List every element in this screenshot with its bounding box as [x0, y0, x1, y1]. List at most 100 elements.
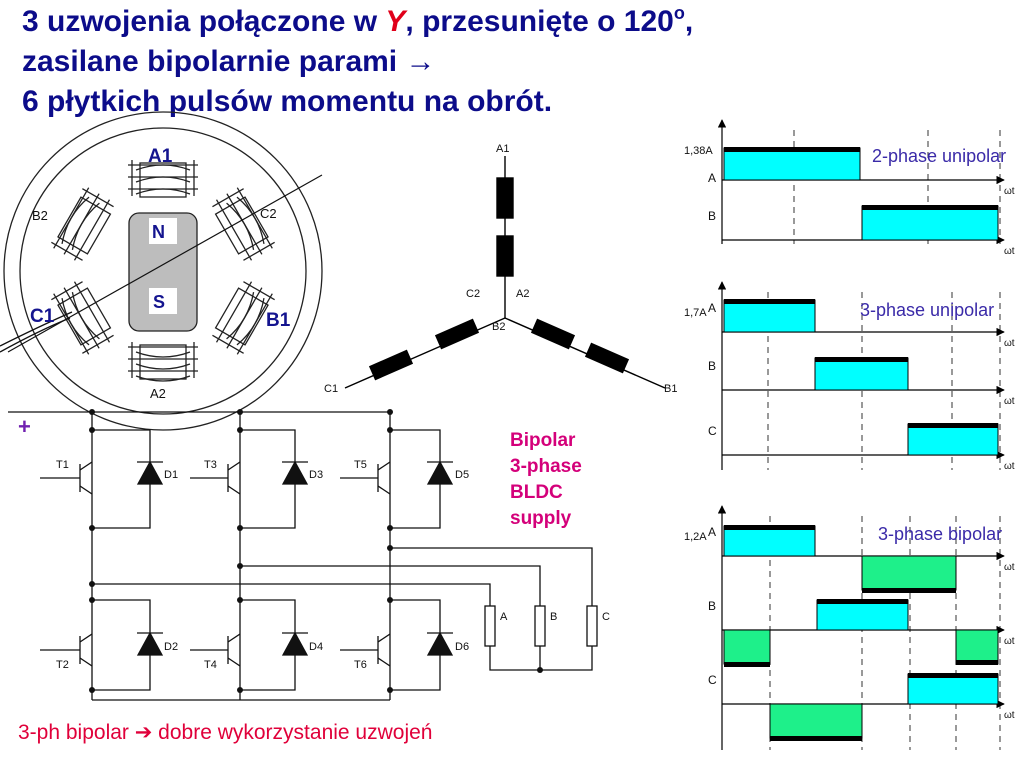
- label-t4: T4: [204, 659, 217, 671]
- pulse-a-current-bar: [724, 147, 860, 152]
- pulse-b-positive: [816, 599, 909, 631]
- pulse-a-negative: [861, 555, 957, 591]
- title-text: 3 uzwojenia połączone w: [22, 5, 386, 38]
- star-label-c2: C2: [466, 288, 480, 300]
- bridge-labels: + T1 T3 T5 T2 T4 T6 D1 D3 D5 D2 D4 D6 A …: [18, 414, 610, 671]
- label-d4: D4: [309, 641, 323, 653]
- rotor-magnet: [128, 212, 198, 332]
- stator-outer-ring: [3, 111, 323, 431]
- motor-cross-section: [0, 111, 323, 431]
- pulse-a: [723, 299, 816, 333]
- pulse-c-positive-current-bar: [908, 673, 998, 678]
- diode-d2: [136, 631, 164, 656]
- pulse-b-negative-2-current-bar: [956, 660, 998, 665]
- title-line-3: 6 płytkich pulsów momentu na obrót.: [22, 85, 553, 118]
- plus-sign: +: [18, 414, 31, 439]
- transistor-t4: [190, 633, 241, 667]
- star-connection: [344, 156, 666, 389]
- transistor-t6: [340, 633, 391, 667]
- phase-label-b: B: [708, 359, 716, 373]
- pulse-a-positive: [723, 525, 816, 557]
- winding-b-inner: [530, 318, 576, 350]
- slide-title: 3 uzwojenia połączone w Y, przesunięte o…: [22, 2, 693, 122]
- label-d1: D1: [164, 469, 178, 481]
- amplitude-label: 1,7A: [684, 307, 707, 319]
- omega-t-label: ωt: [1004, 636, 1015, 647]
- transistor-t1: [40, 461, 93, 495]
- omega-t-label: ωt: [1004, 338, 1015, 349]
- pole-label-b1: B1: [266, 310, 291, 331]
- label-d5: D5: [455, 469, 469, 481]
- star-label-c1: C1: [324, 383, 338, 395]
- label-t3: T3: [204, 459, 217, 471]
- transistor-t2: [40, 633, 93, 667]
- pulse-b-positive-current-bar: [817, 599, 908, 604]
- footer-note: 3-ph bipolar ➔ dobre wykorzystanie uzwoj…: [18, 721, 433, 744]
- panel-title: 3-phase unipolar: [860, 300, 994, 320]
- label-d3: D3: [309, 469, 323, 481]
- pulse-b-negative-2: [955, 629, 999, 665]
- star-label-b2: B2: [492, 321, 505, 333]
- transistor-t5: [340, 461, 391, 495]
- amplitude-label: 1,2A: [684, 531, 707, 543]
- phase-label-b: B: [708, 209, 716, 223]
- pulse-b-negative-1: [723, 629, 771, 665]
- diode-d3: [281, 460, 309, 485]
- pulse-a-positive-current-bar: [724, 525, 815, 530]
- winding-leads: [0, 311, 73, 353]
- phase-label-a: A: [708, 525, 716, 539]
- stator-pole-b1: [212, 281, 275, 355]
- label-t6: T6: [354, 659, 367, 671]
- omega-t-label: ωt: [1004, 186, 1015, 197]
- rotor-south-label: S: [153, 292, 165, 312]
- label-d2: D2: [164, 641, 178, 653]
- label-load-c: C: [602, 611, 610, 623]
- diode-d4: [281, 631, 309, 656]
- label-d6: D6: [455, 641, 469, 653]
- motor-labels: A1 A2 B1 B2 C1 C2 N S: [30, 146, 291, 401]
- pulse-c-current-bar: [908, 423, 998, 428]
- phase-label-a: A: [708, 171, 716, 185]
- pulse-c-positive: [907, 673, 999, 705]
- pole-label-c2: C2: [260, 206, 277, 221]
- omega-t-label: ωt: [1004, 562, 1015, 573]
- label-t5: T5: [354, 459, 367, 471]
- junction-dots: [89, 409, 543, 693]
- rotor-s-window: [149, 288, 177, 314]
- caption-line-3: BLDC: [510, 482, 563, 503]
- pulse-c-negative: [769, 703, 863, 739]
- stator-inner-ring: [19, 127, 307, 415]
- label-t2: T2: [56, 659, 69, 671]
- load-resistor-a: [484, 605, 496, 647]
- diode-d5: [426, 460, 454, 485]
- phase-label-b: B: [708, 599, 716, 613]
- winding-c-outer: [368, 349, 414, 381]
- rotor-n-window: [149, 218, 177, 244]
- star-label-a1: A1: [496, 143, 509, 155]
- pulse-a: [723, 147, 861, 181]
- pole-label-c1: C1: [30, 306, 55, 327]
- pulse-c: [907, 423, 999, 456]
- title-y-symbol: Y: [385, 5, 406, 38]
- pulse-b-current-bar: [862, 205, 998, 210]
- title-text: ,: [684, 5, 694, 38]
- caption-line-2: 3-phase: [510, 456, 582, 477]
- title-text: , przesunięte o 120: [405, 5, 674, 38]
- load-resistor-c: [586, 605, 598, 647]
- pulse-b: [814, 357, 909, 391]
- omega-t-label: ωt: [1004, 710, 1015, 721]
- phase-label-a: A: [708, 301, 716, 315]
- winding-c-inner: [434, 318, 480, 350]
- pole-label-b2: B2: [32, 208, 48, 223]
- pole-label-a2: A2: [150, 386, 166, 401]
- pulse-a-negative-current-bar: [862, 588, 956, 593]
- pole-label-a1: A1: [148, 146, 173, 167]
- bridge-caption: Bipolar 3-phase BLDC supply: [510, 430, 582, 529]
- pulse-b-negative-1-current-bar: [724, 662, 770, 667]
- pulse-b-current-bar: [815, 357, 908, 362]
- amplitude-label: 1,38A: [684, 145, 713, 157]
- stator-pole-a2: [128, 342, 198, 382]
